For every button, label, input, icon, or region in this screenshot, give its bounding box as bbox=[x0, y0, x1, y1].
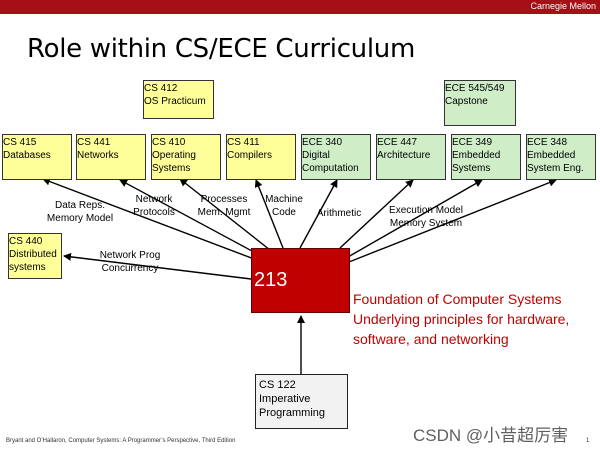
course-box-ece447: ECE 447 Architecture bbox=[376, 134, 446, 180]
foundation-line-3: software, and networking bbox=[353, 331, 509, 347]
arrow-to-cs411 bbox=[254, 179, 284, 249]
course-box-cs412: CS 412 OS Practicum bbox=[143, 80, 214, 119]
arrow-to-cs441 bbox=[119, 179, 266, 259]
page-number: 1 bbox=[586, 438, 590, 444]
course-box-cs440: CS 440 Distributed systems bbox=[8, 233, 62, 279]
arrow-to-cs415 bbox=[42, 177, 263, 263]
edge-label-processes: Processes Mem. Mgmt bbox=[197, 194, 251, 218]
course-box-ece348: ECE 348 Embedded System Eng. bbox=[526, 134, 596, 180]
arrow-to-ece447 bbox=[339, 179, 414, 249]
arrow-to-ece348 bbox=[348, 178, 557, 263]
foundation-text: Foundation of Computer Systems Underlyin… bbox=[353, 289, 569, 349]
core-course-label: 213 bbox=[254, 269, 288, 291]
edge-label-network-protocols: Network Protocols bbox=[133, 194, 175, 218]
course-box-cs411: CS 411 Compilers bbox=[226, 134, 296, 180]
arrow-to-cs440 bbox=[63, 252, 252, 280]
edge-label-data-reps: Data Reps. Memory Model bbox=[46, 200, 114, 224]
course-box-cs415: CS 415 Databases bbox=[2, 134, 72, 180]
watermark-text: CSDN @小昔超厉害 bbox=[413, 426, 569, 445]
arrow-to-cs410 bbox=[179, 178, 271, 251]
core-course-box: 213 bbox=[251, 248, 350, 313]
edge-label-arithmetic: Arithmetic bbox=[316, 208, 362, 219]
foundation-line-1: Foundation of Computer Systems bbox=[353, 291, 562, 307]
page-title: Role within CS/ECE Curriculum bbox=[27, 34, 415, 64]
footer-citation: Bryant and O’Hallaron, Computer Systems:… bbox=[6, 438, 236, 444]
brand-name: Carnegie Mellon bbox=[530, 1, 596, 11]
course-box-ece340: ECE 340 Digital Computation bbox=[301, 134, 371, 180]
arrow-to-ece340 bbox=[299, 179, 338, 249]
arrow-to-ece349 bbox=[347, 179, 483, 258]
course-box-cs122: CS 122 Imperative Programming bbox=[255, 374, 348, 429]
edge-label-machine-code: Machine Code bbox=[265, 194, 303, 218]
course-box-ece545: ECE 545/549 Capstone bbox=[444, 80, 516, 126]
edge-label-execution-model: Execution Model Memory System bbox=[389, 205, 463, 229]
course-box-cs441: CS 441 Networks bbox=[76, 134, 146, 180]
edge-label-network-prog: Network Prog Concurrency bbox=[99, 250, 161, 274]
course-box-cs410: CS 410 Operating Systems bbox=[151, 134, 221, 180]
course-box-ece349: ECE 349 Embedded Systems bbox=[451, 134, 521, 180]
foundation-line-2: Underlying principles for hardware, bbox=[353, 311, 570, 327]
header-bar: Carnegie Mellon bbox=[0, 0, 600, 14]
